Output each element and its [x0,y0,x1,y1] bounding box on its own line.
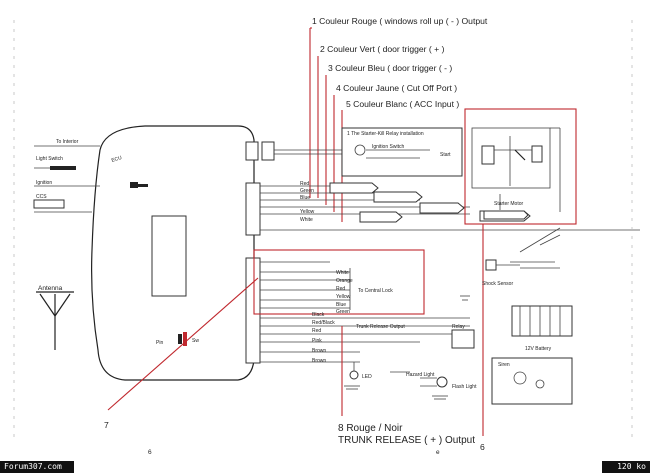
wire-mid-green: Green [336,309,350,315]
svg-text:Pin: Pin [156,340,163,346]
svg-text:ECU: ECU [111,155,123,164]
starter-note: 1 The Starter-Kill Relay installation Ig… [341,127,463,177]
svg-text:Light Switch: Light Switch [36,156,63,162]
mid-harness: White Orange Red Yellow Blue Green To Ce… [253,249,425,315]
bottom-harness: Black Red/Black Red Pink Brown Brown Tru… [260,312,470,364]
wire-bot-brown2: Brown [312,358,326,364]
footer-size-label: 120 ko [602,461,650,473]
connector-blocks [245,141,275,364]
wire-top-yellow: Yellow [300,209,315,215]
relay-label: Relay [452,324,465,330]
relay-callout: Starter Motor [464,108,577,225]
wire-bot-red: Red [312,328,321,334]
door-lock-label: To Central Lock [358,288,393,294]
svg-text:CCS: CCS [36,194,47,200]
antenna-label: Antenna [38,285,63,292]
annotation-3: 3 Couleur Bleu ( door trigger ( - ) [328,63,452,73]
annotation-6: 6 [480,442,485,452]
svg-text:To Interior: To Interior [56,139,79,145]
antenna-icon: Antenna [36,285,74,350]
led-window [151,215,187,297]
wire-bot-pink: Pink [312,338,322,344]
leader-7 [107,277,259,411]
annotation-8-line1: 8 Rouge / Noir [338,423,403,434]
hazard-label: Hazard Light [406,372,435,378]
switch-block [130,182,138,188]
siren-label: Siren [498,362,510,368]
battery-icon: 12V Battery [460,295,573,352]
wire-mid-blue: Blue [336,302,346,308]
led-label: LED [362,374,372,380]
wire-bot-brown1: Brown [312,348,326,354]
wire-top-blue: Blue [300,195,310,201]
annotations-top: 1 Couleur Rouge ( windows roll up ( - ) … [312,16,488,109]
annotation-7: 7 [104,420,109,430]
top-harness: Red Green Blue Yellow White [260,149,640,231]
wire-bot-redblack: Red/Black [312,320,335,326]
dip-switch [183,332,187,346]
svg-text:e: e [436,449,440,456]
trunk-release-label: Trunk Release Output [356,324,405,330]
flash-label: Flash Light [452,384,477,390]
wire-mid-yellow: Yellow [336,294,351,300]
svg-text:Ignition: Ignition [36,180,52,186]
wire-mid-white: White [336,270,349,276]
wire-bot-black: Black [312,312,325,318]
annotation-1: 1 Couleur Rouge ( windows roll up ( - ) … [312,16,488,26]
control-unit: Pin Sw ECU [91,125,255,381]
svg-text:Sw: Sw [192,338,199,344]
flash-light-icon: Flash Light [420,376,477,400]
annotation-4: 4 Couleur Jaune ( Cut Off Port ) [336,83,457,93]
annotation-2: 2 Couleur Vert ( door trigger ( + ) [320,44,445,54]
wire-top-green: Green [300,188,314,194]
svg-text:Ignition Switch: Ignition Switch [372,144,404,150]
annotation-8-line2: TRUNK RELEASE ( + ) Output [338,435,475,446]
relay-icon: Relay [451,324,475,349]
svg-text:1 The Starter-Kill Relay insta: 1 The Starter-Kill Relay installation [347,131,424,137]
svg-text:6: 6 [148,449,152,456]
wire-mid-red: Red [336,286,345,292]
annotation-5: 5 Couleur Blanc ( ACC Input ) [346,99,459,109]
left-accessories: To Interior Light Switch Ignition CCS [33,139,100,213]
svg-text:Starter Motor: Starter Motor [494,201,524,207]
wire-top-red: Red [300,181,309,187]
footer-site-label: Forum307.com [0,461,74,473]
svg-text:Shock Sensor: Shock Sensor [482,281,513,287]
sensor-icon: Shock Sensor [482,259,520,287]
led-icon: LED Hazard Light [344,362,435,390]
svg-text:Start: Start [440,152,451,158]
siren-icon: Siren [491,357,573,405]
hood-switch [510,227,561,269]
wire-mid-orange: Orange [336,278,353,284]
battery-label: 12V Battery [525,346,552,352]
wire-top-white: White [300,217,313,223]
